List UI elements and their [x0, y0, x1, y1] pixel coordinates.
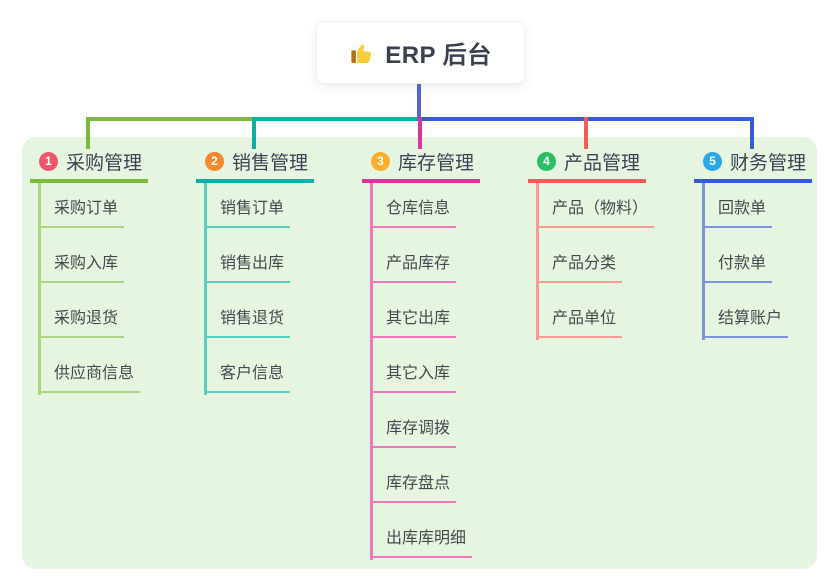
branch-head-采购管理[interactable]: 1 采购管理: [30, 143, 148, 183]
trunk-segment: [86, 117, 256, 121]
trunk-segment: [252, 117, 422, 121]
child-label: 采购入库: [54, 255, 119, 272]
child-node[interactable]: 其它出库: [370, 283, 457, 338]
branch-drop-line: [418, 117, 422, 149]
child-label: 产品单位: [552, 310, 617, 327]
child-label: 销售出库: [220, 255, 285, 272]
thumbs-up-icon: [349, 40, 375, 66]
root-node[interactable]: ERP 后台: [316, 21, 525, 84]
branch-label: 销售管理: [232, 152, 309, 174]
branch-drop-line: [86, 117, 90, 149]
child-node[interactable]: 供应商信息: [38, 338, 141, 393]
branch-label: 库存管理: [398, 152, 475, 174]
child-node[interactable]: 客户信息: [204, 338, 291, 393]
branch-head-库存管理[interactable]: 3 库存管理: [362, 143, 480, 183]
child-node[interactable]: 出库库明细: [370, 503, 473, 558]
child-label: 其它入库: [386, 365, 451, 382]
children-connector-line: [204, 181, 207, 395]
branch-number-badge: 5: [703, 151, 722, 171]
children-connector-line: [38, 181, 41, 395]
child-label: 销售订单: [220, 200, 285, 217]
branch-label: 产品管理: [564, 152, 641, 174]
children-connector-line: [536, 181, 539, 340]
child-node[interactable]: 采购订单: [38, 173, 125, 228]
branch-number-badge: 2: [205, 151, 224, 171]
child-node[interactable]: 产品分类: [536, 228, 623, 283]
child-node[interactable]: 产品库存: [370, 228, 457, 283]
child-label: 产品库存: [386, 255, 451, 272]
child-label: 结算账户: [718, 310, 783, 327]
child-label: 其它出库: [386, 310, 451, 327]
child-label: 库存调拨: [386, 420, 451, 437]
child-node[interactable]: 付款单: [702, 228, 773, 283]
child-node[interactable]: 其它入库: [370, 338, 457, 393]
child-label: 采购退货: [54, 310, 119, 327]
branch-head-产品管理[interactable]: 4 产品管理: [528, 143, 646, 183]
mindmap-background-panel: [22, 137, 817, 569]
child-node[interactable]: 回款单: [702, 173, 773, 228]
root-connector-stub: [417, 82, 421, 121]
child-label: 付款单: [718, 255, 767, 272]
child-node[interactable]: 仓库信息: [370, 173, 457, 228]
child-node[interactable]: 结算账户: [702, 283, 789, 338]
child-label: 出库库明细: [386, 530, 467, 547]
child-node[interactable]: 采购入库: [38, 228, 125, 283]
child-node[interactable]: 销售订单: [204, 173, 291, 228]
child-label: 回款单: [718, 200, 767, 217]
branch-number-badge: 4: [537, 151, 556, 171]
child-label: 采购订单: [54, 200, 119, 217]
branch-drop-line: [584, 117, 588, 149]
child-node[interactable]: 采购退货: [38, 283, 125, 338]
child-node[interactable]: 库存调拨: [370, 393, 457, 448]
child-label: 供应商信息: [54, 365, 135, 382]
child-node[interactable]: 销售退货: [204, 283, 291, 338]
branch-number-badge: 1: [39, 151, 58, 171]
branch-label: 财务管理: [730, 152, 807, 174]
child-label: 销售退货: [220, 310, 285, 327]
branch-label: 采购管理: [66, 152, 143, 174]
child-node[interactable]: 产品单位: [536, 283, 623, 338]
child-label: 客户信息: [220, 365, 285, 382]
branch-number-badge: 3: [371, 151, 390, 171]
branch-head-财务管理[interactable]: 5 财务管理: [694, 143, 812, 183]
child-node[interactable]: 销售出库: [204, 228, 291, 283]
root-label: ERP 后台: [385, 42, 492, 69]
child-label: 库存盘点: [386, 475, 451, 492]
child-label: 产品（物料）: [552, 200, 649, 217]
children-connector-line: [702, 181, 705, 340]
branch-drop-line: [252, 117, 256, 149]
branch-head-销售管理[interactable]: 2 销售管理: [196, 143, 314, 183]
child-node[interactable]: 库存盘点: [370, 448, 457, 503]
branch-drop-line: [750, 117, 754, 149]
child-label: 产品分类: [552, 255, 617, 272]
child-label: 仓库信息: [386, 200, 451, 217]
children-connector-line: [370, 181, 373, 560]
child-node[interactable]: 产品（物料）: [536, 173, 655, 228]
